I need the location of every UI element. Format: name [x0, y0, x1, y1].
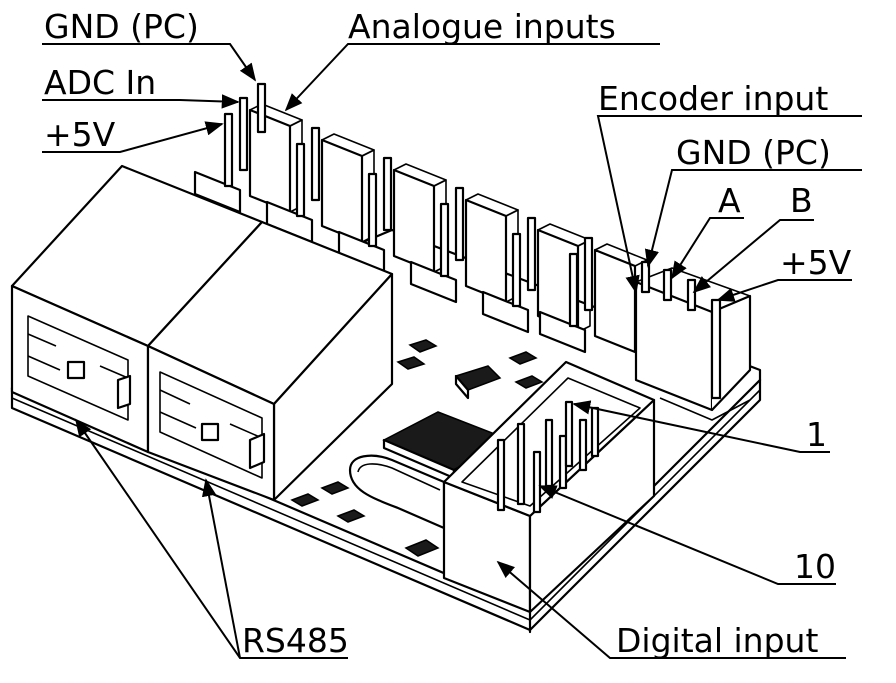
analogue-connector — [265, 126, 375, 244]
label-adc-in: ADC In — [44, 63, 156, 102]
label-encoder-input: Encoder input — [598, 79, 828, 118]
label-plus5v-left: +5V — [44, 115, 116, 154]
analogue-connector — [409, 186, 519, 304]
label-a: A — [718, 181, 741, 220]
label-pin-10: 10 — [794, 547, 836, 586]
encoder-connector — [634, 260, 752, 421]
label-digital-input: Digital input — [616, 621, 818, 660]
rs485-jack-right — [146, 220, 394, 502]
label-plus5v-right: +5V — [780, 243, 852, 282]
analogue-connectors — [193, 82, 648, 354]
labels: GND (PC) Analogue inputs ADC In +5V Enco… — [44, 7, 852, 660]
label-analogue-inputs: Analogue inputs — [348, 7, 616, 46]
smd-components — [290, 339, 544, 557]
label-b: B — [790, 181, 813, 220]
label-rs485: RS485 — [242, 621, 349, 660]
analogue-connector — [481, 216, 591, 334]
analogue-connector — [193, 82, 303, 214]
label-gnd-pc-top: GND (PC) — [44, 7, 199, 46]
digital-input-header — [442, 360, 656, 614]
analogue-connector — [337, 156, 447, 274]
label-gnd-pc-right: GND (PC) — [676, 133, 831, 172]
label-pin-1: 1 — [806, 415, 827, 454]
leader-lines — [42, 43, 862, 659]
